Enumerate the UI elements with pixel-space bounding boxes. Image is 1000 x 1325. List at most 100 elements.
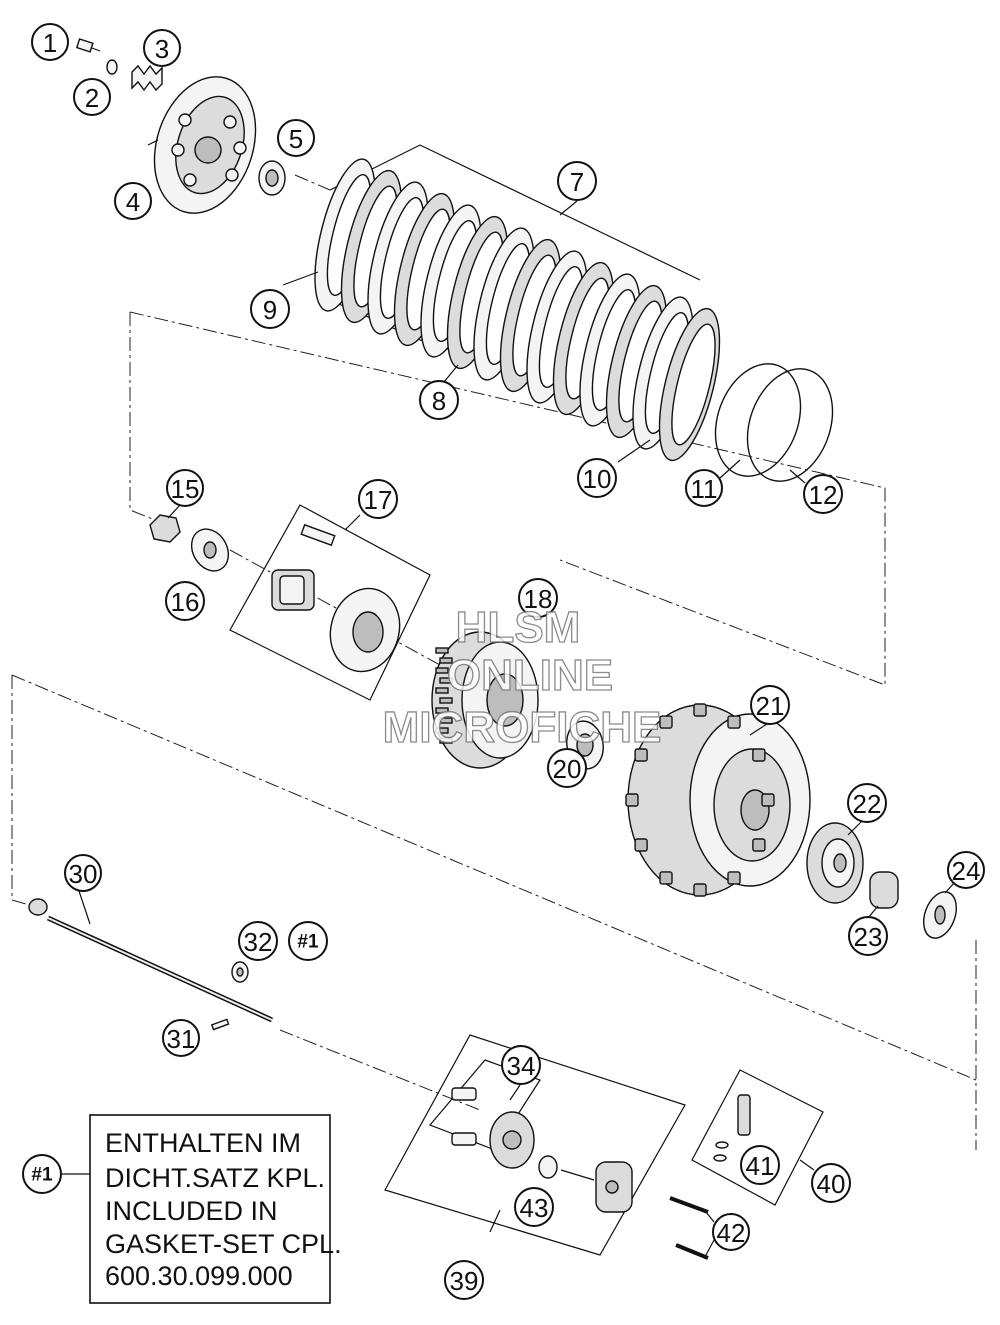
svg-text:16: 16 <box>171 587 200 617</box>
clutch-disc-stack <box>314 144 721 462</box>
damper-assembly-group <box>229 504 431 701</box>
clutch-disc <box>658 307 721 462</box>
svg-text:#1: #1 <box>31 1165 53 1186</box>
callout-41: 41 <box>740 1145 780 1185</box>
callout-5: 5 <box>277 119 315 157</box>
callout-20: 20 <box>547 748 587 788</box>
washer-part <box>106 59 118 75</box>
callout-39: 39 <box>444 1260 484 1300</box>
svg-text:34: 34 <box>507 1051 536 1081</box>
bleeder-valve-group <box>691 1069 824 1206</box>
callout-8: 8 <box>419 380 459 420</box>
callout-note: #1 <box>22 1154 62 1194</box>
callout-1: 1 <box>31 23 69 61</box>
o-ring-small-part <box>538 1155 558 1179</box>
push-rod-group <box>28 887 274 1031</box>
callout-31: 31 <box>162 1019 200 1057</box>
callout-16: 16 <box>165 581 205 621</box>
svg-text:15: 15 <box>171 474 200 504</box>
svg-text:18: 18 <box>524 584 553 614</box>
callout-34: 34 <box>501 1045 541 1085</box>
slave-cylinder-part <box>595 1161 633 1213</box>
callout-18: 18 <box>518 578 558 618</box>
callout-43: 43 <box>514 1187 554 1227</box>
svg-text:32: 32 <box>244 927 273 957</box>
callout-7: 7 <box>557 161 597 201</box>
cylinder-cover-part <box>489 1111 535 1169</box>
inner-clutch-hub-part <box>431 631 539 769</box>
svg-text:31: 31 <box>167 1024 196 1054</box>
svg-text:2: 2 <box>85 83 99 113</box>
svg-text:22: 22 <box>853 789 882 819</box>
bearing-part <box>258 160 286 196</box>
lock-washer-part <box>190 528 230 572</box>
pin-part <box>210 1018 230 1031</box>
callout-9: 9 <box>250 289 290 329</box>
callout-30: 30 <box>64 854 102 892</box>
note-line-2: DICHT.SATZ KPL. <box>105 1163 325 1193</box>
callout-32ref: #1 <box>288 921 328 961</box>
slave-cylinder-group <box>384 1034 686 1256</box>
svg-text:3: 3 <box>155 34 169 64</box>
pressure-plate-group <box>75 38 286 214</box>
svg-text:24: 24 <box>952 856 981 886</box>
spacer-washer-part <box>922 891 958 939</box>
bolts-part <box>669 1196 709 1260</box>
svg-text:21: 21 <box>756 691 785 721</box>
hub-fastener-group <box>149 514 230 572</box>
svg-text:20: 20 <box>553 754 582 784</box>
callout-leaders <box>62 139 956 1256</box>
callout-3: 3 <box>143 29 181 67</box>
svg-text:10: 10 <box>583 464 612 494</box>
svg-text:8: 8 <box>432 386 446 416</box>
svg-text:30: 30 <box>69 859 98 889</box>
watermark-line-2: ONLINE <box>447 651 613 700</box>
svg-text:23: 23 <box>854 922 883 952</box>
note-line-3: INCLUDED IN <box>105 1196 278 1226</box>
callout-23: 23 <box>848 916 888 956</box>
svg-text:43: 43 <box>520 1193 549 1223</box>
pressure-plate-part <box>153 76 257 214</box>
svg-text:17: 17 <box>364 485 393 515</box>
bolt-part <box>75 38 101 53</box>
svg-text:4: 4 <box>126 187 140 217</box>
callout-12: 12 <box>803 474 843 514</box>
callout-17: 17 <box>358 479 398 519</box>
watermark-line-3: MICROFICHE <box>383 703 662 752</box>
callout-32: 32 <box>238 921 278 961</box>
callout-11: 11 <box>685 469 723 507</box>
callout-22: 22 <box>847 783 887 823</box>
svg-text:11: 11 <box>691 474 718 504</box>
callout-24: 24 <box>947 851 985 889</box>
callout-21: 21 <box>750 685 790 725</box>
damper-hub-part <box>329 587 401 673</box>
note-line-1: ENTHALTEN IM <box>105 1128 301 1158</box>
note-line-4: GASKET-SET CPL. <box>105 1229 342 1259</box>
svg-text:39: 39 <box>450 1266 479 1296</box>
assembly-center-lines <box>11 174 977 1150</box>
svg-text:7: 7 <box>570 167 584 197</box>
watermark-line-1: HLSM <box>456 603 581 652</box>
callout-15: 15 <box>166 469 204 507</box>
svg-text:1: 1 <box>43 28 57 58</box>
callout-40: 40 <box>811 1163 851 1203</box>
spring-part <box>131 64 163 92</box>
callout-4: 4 <box>114 182 152 220</box>
svg-text:5: 5 <box>289 124 303 154</box>
svg-text:42: 42 <box>717 1218 746 1248</box>
callout-10: 10 <box>577 458 617 498</box>
svg-text:9: 9 <box>263 295 277 325</box>
seal-ring-part <box>231 961 249 983</box>
callout-2: 2 <box>73 78 111 116</box>
note-line-5: 600.30.099.000 <box>105 1261 293 1291</box>
o-ring-parts <box>714 363 834 482</box>
callout-42: 42 <box>712 1213 750 1251</box>
outer-clutch-basket-part <box>625 703 811 897</box>
drive-gear-part <box>806 822 864 904</box>
push-rod-cap-part <box>28 898 48 916</box>
svg-text:41: 41 <box>746 1151 775 1181</box>
svg-text:12: 12 <box>809 480 838 510</box>
svg-text:#1: #1 <box>297 932 319 953</box>
